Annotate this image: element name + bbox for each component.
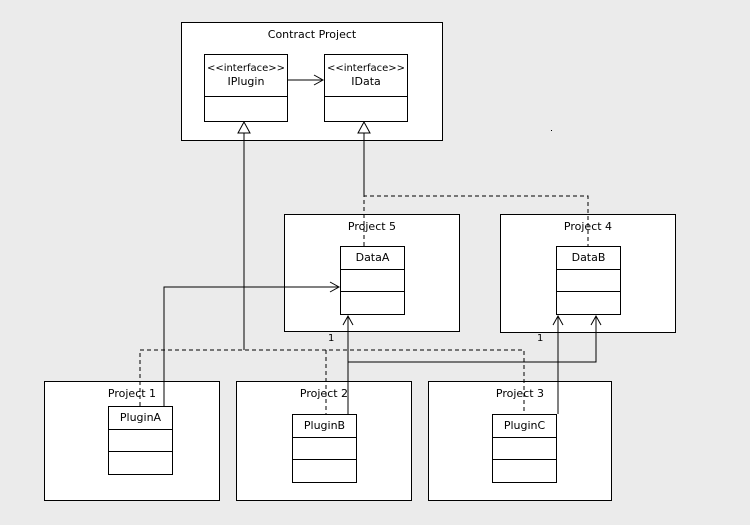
multiplicity-label: 1 [537,333,544,344]
package-title: Project 2 [299,387,349,400]
attributes-section [557,270,620,292]
class-name: PluginC [503,419,546,432]
idata-class[interactable]: <<interface>> IData [324,54,408,122]
class-name: PluginA [119,411,162,424]
operations-section [293,460,356,482]
operations-section [493,460,556,482]
pluginC-class[interactable]: PluginC [492,414,557,483]
class-header: PluginC [493,415,556,438]
operations-section [557,292,620,314]
class-header: <<interface>> IPlugin [205,55,287,97]
package-title: Project 1 [107,387,157,400]
package-title: Contract Project [267,28,357,41]
dataA-class[interactable]: DataA [340,246,405,315]
multiplicity-label: 1 [328,333,335,344]
class-header: <<interface>> IData [325,55,407,97]
attributes-section [293,438,356,460]
class-name: PluginB [303,419,346,432]
class-header: PluginB [293,415,356,438]
package-title: Project 3 [495,387,545,400]
operations-section [109,452,172,474]
class-name: DataA [355,251,390,264]
iplugin-class[interactable]: <<interface>> IPlugin [204,54,288,122]
class-header: DataB [557,247,620,270]
operations-section [341,292,404,314]
attributes-section [205,97,287,121]
attributes-section [325,97,407,121]
class-header: PluginA [109,407,172,430]
pluginB-class[interactable]: PluginB [292,414,357,483]
stray-dot [551,130,552,131]
stereotype-label: <<interface>> [326,62,406,74]
package-title: Project 4 [563,220,613,233]
attributes-section [493,438,556,460]
pluginA-class[interactable]: PluginA [108,406,173,475]
attributes-section [109,430,172,452]
stereotype-label: <<interface>> [206,62,286,74]
attributes-section [341,270,404,292]
dataB-class[interactable]: DataB [556,246,621,315]
class-name: DataB [571,251,606,264]
class-name: IData [351,74,381,88]
package-title: Project 5 [347,220,397,233]
class-name: IPlugin [227,74,265,88]
class-header: DataA [341,247,404,270]
